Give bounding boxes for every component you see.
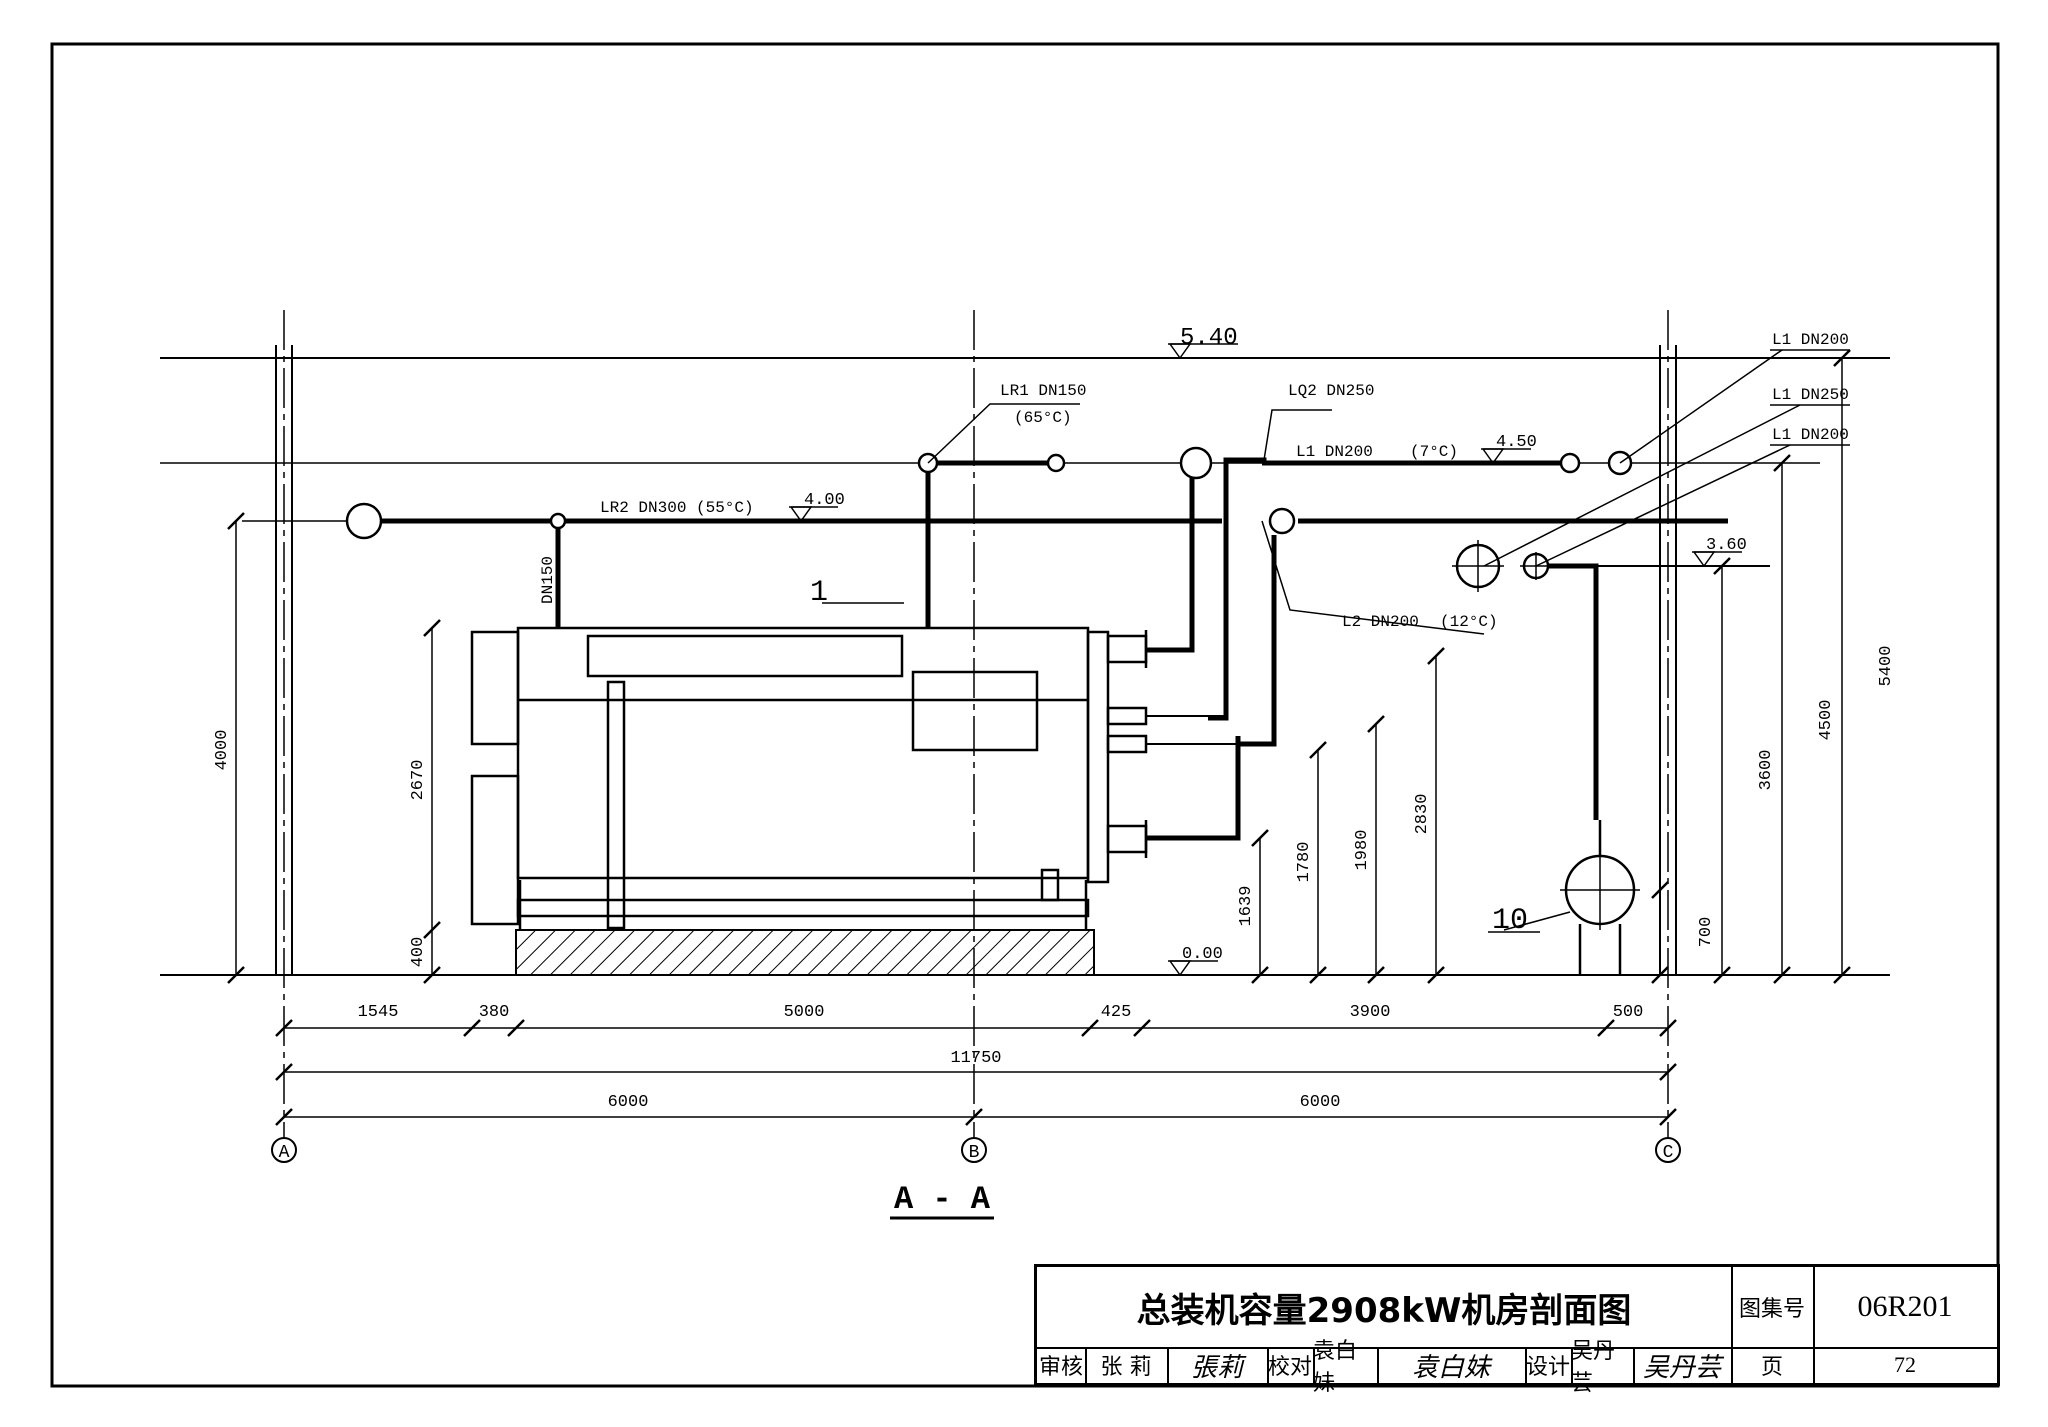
dimension-lines (235, 358, 1843, 1118)
walls (275, 345, 1677, 975)
dim-1980: 1980 (1353, 830, 1372, 871)
pipe-sections (345, 446, 1633, 589)
dim-4500: 4500 (1817, 700, 1836, 741)
atlas-label: 图集号 (1738, 1297, 1805, 1322)
elevation-pipe-lower: 3.60 (1706, 536, 1747, 555)
dimension-ticks (227, 349, 1851, 1126)
leader-label-l1-b: L1 DN250 (1772, 386, 1849, 404)
dim-400: 400 (409, 937, 428, 968)
pipe-label-dn150: DN150 (539, 556, 557, 604)
pipe-label-lq2: LQ2 DN250 (1288, 382, 1374, 400)
axis-bubbles (271, 1137, 1681, 1163)
design-label: 设计 (1525, 1355, 1570, 1380)
pipe-label-lr1-temp: (65°C) (1014, 409, 1072, 427)
pipe-label-lr1: LR1 DN150 (1000, 382, 1086, 400)
dim-4000: 4000 (213, 730, 232, 771)
leader-lines (242, 349, 1850, 933)
leader-label-l1-c: L1 DN200 (1772, 426, 1849, 444)
crosshairs (1452, 540, 1640, 930)
page-number: 72 (1894, 1352, 1916, 1377)
dim-3900: 3900 (1350, 1003, 1391, 1022)
callout-1: 1 (810, 576, 828, 610)
dim-5000: 5000 (784, 1003, 825, 1022)
dim-3600: 3600 (1757, 750, 1776, 791)
chiller-unit (470, 626, 1110, 930)
title-block: 总装机容量2908kW机房剖面图 图集号 06R201 审核 张 莉 張莉 校对… (1034, 1264, 2000, 1396)
checker-name: 袁白妹 (1313, 1339, 1358, 1396)
pipe-label-l1-temp: (7°C) (1410, 443, 1458, 461)
check-label: 校对 (1267, 1355, 1312, 1380)
dim-1780: 1780 (1295, 842, 1314, 883)
dim-1639: 1639 (1237, 886, 1256, 927)
elevation-floor: 0.00 (1182, 945, 1223, 964)
atlas-number: 06R201 (1857, 1290, 1953, 1323)
pipe-label-l1: L1 DN200 (1296, 443, 1373, 461)
elevation-pipe-upper: 4.50 (1496, 433, 1537, 452)
chiller-nozzles (1106, 630, 1148, 858)
pipe-label-lr2-temp: (55°C) (696, 499, 754, 517)
elevation-pipe-mid: 4.00 (804, 491, 845, 510)
dim-2830: 2830 (1413, 794, 1432, 835)
dim-11750: 11750 (950, 1049, 1001, 1068)
drawing-border (50, 42, 2000, 1388)
dim-700: 700 (1697, 917, 1716, 948)
elevation-roof: 5.40 (1180, 325, 1238, 352)
checker-signature: 袁白妹 (1411, 1352, 1490, 1383)
dim-2670: 2670 (409, 760, 428, 801)
dim-6000-left: 6000 (608, 1093, 649, 1112)
drawing-title: 总装机容量2908kW机房剖面图 (1136, 1290, 1632, 1331)
review-label: 审核 (1038, 1355, 1083, 1380)
dim-425: 425 (1101, 1003, 1132, 1022)
axis-label-a: A (279, 1143, 290, 1163)
designer-name: 吴丹芸 (1571, 1339, 1616, 1396)
axis-label-b: B (969, 1143, 980, 1163)
elevation-markers (789, 343, 1742, 977)
pipe-lines-thin (1146, 565, 1770, 745)
callout-10: 10 (1492, 904, 1528, 938)
axis-label-c: C (1663, 1143, 1674, 1163)
dim-6000-right: 6000 (1300, 1093, 1341, 1112)
pipe-label-l2: L2 DN200 (1342, 613, 1419, 631)
section-title: A - A (894, 1181, 991, 1218)
dim-1545: 1545 (358, 1003, 399, 1022)
pipe-label-l2-temp: (12°C) (1440, 613, 1498, 631)
pipe-label-lr2: LR2 DN300 (600, 499, 686, 517)
grid-axes (283, 310, 1669, 1138)
reviewer-signature: 張莉 (1190, 1352, 1243, 1383)
page-label: 页 (1760, 1355, 1783, 1380)
foundation (515, 929, 1095, 976)
designer-signature: 吴丹芸 (1642, 1352, 1721, 1383)
reviewer-name: 张 莉 (1100, 1355, 1152, 1380)
dim-5400: 5400 (1877, 646, 1896, 687)
pipes (382, 457, 1728, 841)
dim-500: 500 (1613, 1003, 1644, 1022)
leader-label-l1-a: L1 DN200 (1772, 331, 1849, 349)
dim-380: 380 (479, 1003, 510, 1022)
